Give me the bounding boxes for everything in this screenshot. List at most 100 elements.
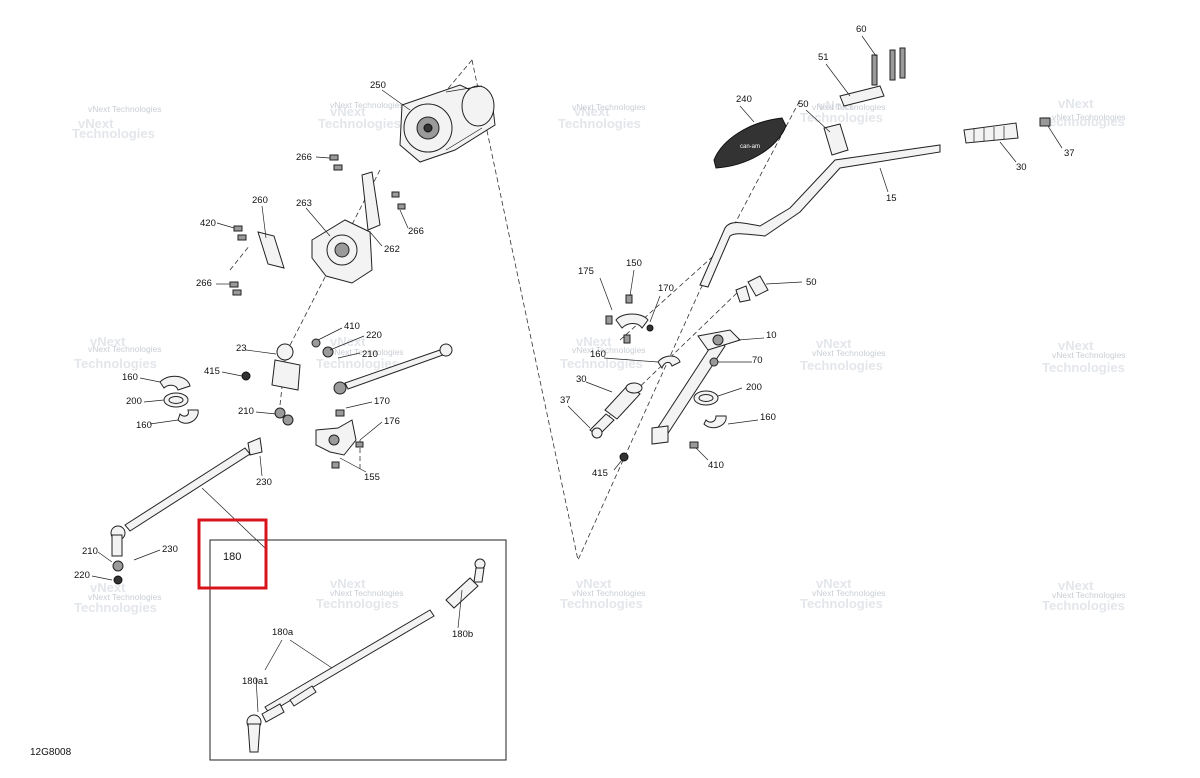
- watermark: vNext vNext Technologies Technologies: [316, 334, 404, 371]
- watermark: vNext vNext Technologies Technologies: [316, 576, 404, 611]
- leader-lines: [91, 35, 1063, 713]
- column-bracket: [605, 294, 654, 344]
- callout-266: 266: [196, 278, 212, 289]
- idler-bracket: [315, 409, 364, 469]
- callout-266: 266: [408, 226, 424, 237]
- callout-180a: 180a: [272, 627, 294, 638]
- svg-text:vNext Technologies: vNext Technologies: [330, 347, 404, 357]
- callout-263: 263: [296, 198, 312, 209]
- callout-200: 200: [746, 382, 762, 393]
- svg-text:Technologies: Technologies: [560, 596, 643, 611]
- callout-37: 37: [560, 395, 571, 406]
- callout-210: 210: [238, 406, 254, 417]
- callout-262: 262: [384, 244, 400, 255]
- callout-210: 210: [82, 546, 98, 557]
- callout-160: 160: [760, 412, 776, 423]
- svg-text:vNext Technologies: vNext Technologies: [812, 588, 886, 598]
- svg-text:Technologies: Technologies: [72, 126, 155, 141]
- watermark: vNext vNext Technologies Technologies: [318, 100, 404, 131]
- svg-text:Technologies: Technologies: [74, 600, 157, 615]
- svg-text:Technologies: Technologies: [800, 358, 883, 373]
- svg-text:Technologies: Technologies: [316, 596, 399, 611]
- svg-text:vNext: vNext: [330, 334, 366, 349]
- svg-text:Technologies: Technologies: [316, 356, 399, 371]
- svg-text:vNext: vNext: [330, 576, 366, 591]
- handlebar-grip: [963, 117, 1051, 144]
- svg-text:vNext: vNext: [1058, 338, 1094, 353]
- svg-text:vNext: vNext: [576, 334, 612, 349]
- handlebar-pad: can-am: [713, 117, 787, 169]
- callout-37: 37: [1064, 148, 1075, 159]
- svg-text:vNext: vNext: [816, 336, 852, 351]
- callout-50: 50: [806, 277, 817, 288]
- svg-text:Technologies: Technologies: [800, 596, 883, 611]
- svg-text:vNext Technologies: vNext Technologies: [1052, 350, 1126, 360]
- svg-text:vNext Technologies: vNext Technologies: [88, 344, 162, 354]
- svg-text:vNext: vNext: [1058, 578, 1094, 593]
- handlebar-clamps: [735, 47, 906, 303]
- watermark: vNext vNext Technologies Technologies: [800, 576, 886, 611]
- callout-250: 250: [370, 80, 386, 91]
- callout-420: 420: [200, 218, 216, 229]
- svg-text:vNext Technologies: vNext Technologies: [572, 345, 646, 355]
- callout-170: 170: [658, 283, 674, 294]
- svg-text:Technologies: Technologies: [318, 116, 401, 131]
- svg-text:vNext: vNext: [576, 576, 612, 591]
- highlight-box-180: [197, 518, 268, 590]
- handlebar: [699, 144, 941, 288]
- callout-160: 160: [136, 420, 152, 431]
- callout-415: 415: [592, 468, 608, 479]
- watermark: vNext vNext Technologies Technologies: [72, 104, 162, 141]
- callout-410: 410: [344, 321, 360, 332]
- svg-text:Technologies: Technologies: [800, 110, 883, 125]
- callout-210: 210: [362, 349, 378, 360]
- watermark: vNext vNext Technologies Technologies: [74, 334, 162, 371]
- callout-230: 230: [256, 477, 272, 488]
- callout-180: 180: [223, 551, 241, 563]
- callout-60: 60: [856, 24, 867, 35]
- bearing-set-left: [159, 375, 199, 424]
- svg-text:Technologies: Technologies: [1042, 598, 1125, 613]
- steering-column: [651, 329, 741, 449]
- callouts: 250 266 266 266 420 260 263 262 410 220 …: [74, 24, 1075, 687]
- callout-30: 30: [576, 374, 587, 385]
- svg-text:vNext Technologies: vNext Technologies: [88, 104, 162, 114]
- watermark: vNext vNext Technologies Technologies: [1042, 96, 1126, 129]
- svg-text:vNext: vNext: [78, 116, 114, 131]
- svg-text:vNext: vNext: [90, 334, 126, 349]
- tie-rod-upper: [333, 343, 453, 395]
- callout-240: 240: [736, 94, 752, 105]
- watermarks: vNext vNext Technologies Technologies vN…: [72, 96, 1126, 615]
- callout-50: 50: [798, 99, 809, 110]
- callout-415: 415: [204, 366, 220, 377]
- svg-text:vNext Technologies: vNext Technologies: [572, 588, 646, 598]
- svg-text:vNext Technologies: vNext Technologies: [812, 348, 886, 358]
- assembly-lines: [229, 59, 801, 562]
- callout-23: 23: [236, 343, 247, 354]
- callout-260: 260: [252, 195, 268, 206]
- diagram-reference: 12G8008: [30, 747, 72, 758]
- callout-160: 160: [590, 349, 606, 360]
- callout-10: 10: [766, 330, 777, 341]
- svg-text:vNext Technologies: vNext Technologies: [1052, 112, 1126, 122]
- watermark: vNext vNext Technologies Technologies: [1042, 578, 1126, 613]
- tie-rod-inset: [201, 487, 507, 761]
- svg-text:can-am: can-am: [740, 144, 760, 150]
- bearing-set-right: [657, 355, 727, 429]
- callout-180b: 180b: [452, 629, 473, 640]
- watermark: vNext vNext Technologies Technologies: [558, 102, 646, 131]
- svg-text:vNext Technologies: vNext Technologies: [330, 100, 404, 110]
- tie-rod-lower: [110, 447, 251, 585]
- svg-text:vNext Technologies: vNext Technologies: [88, 592, 162, 602]
- callout-30: 30: [1016, 162, 1027, 173]
- callout-160: 160: [122, 372, 138, 383]
- svg-text:vNext Technologies: vNext Technologies: [330, 588, 404, 598]
- pitman-arm: [247, 343, 301, 456]
- watermark: vNext vNext Technologies Technologies: [560, 334, 646, 371]
- callout-410: 410: [708, 460, 724, 471]
- svg-text:vNext Technologies: vNext Technologies: [572, 102, 646, 112]
- svg-text:Technologies: Technologies: [1042, 114, 1125, 129]
- svg-text:vNext: vNext: [1058, 96, 1094, 111]
- svg-text:vNext Technologies: vNext Technologies: [1052, 590, 1126, 600]
- watermark: vNext vNext Technologies Technologies: [560, 576, 646, 611]
